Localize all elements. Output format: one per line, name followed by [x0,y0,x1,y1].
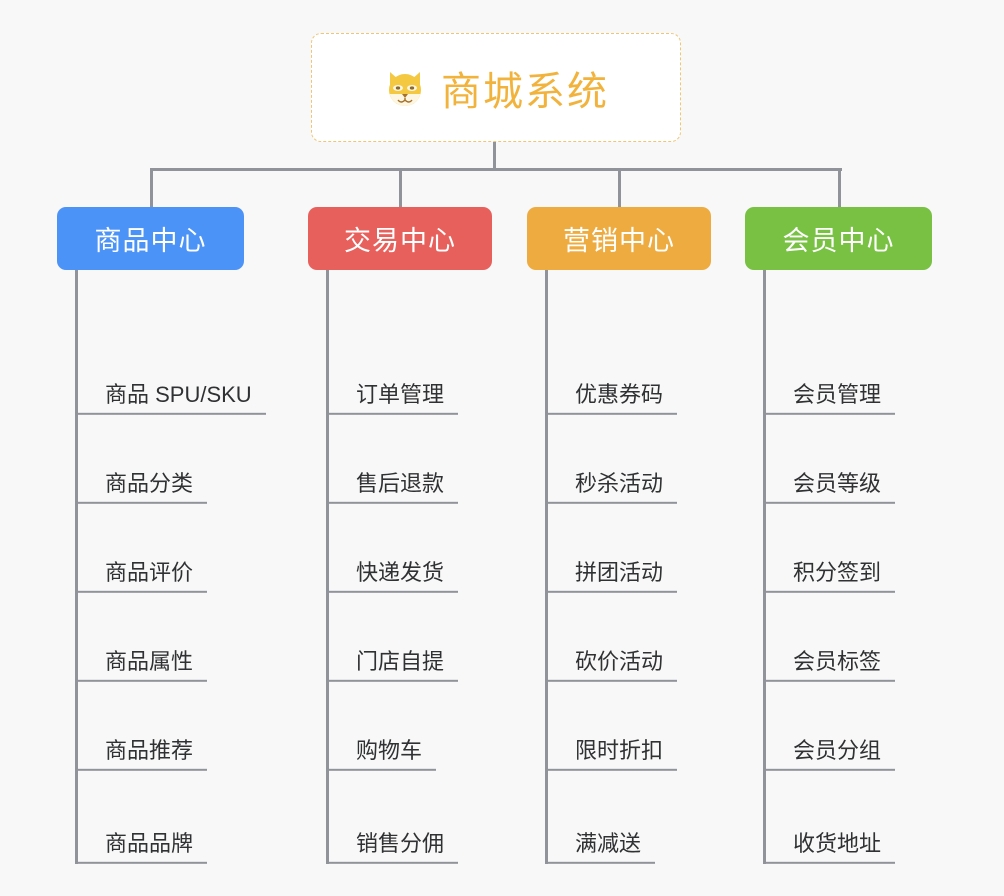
list-item-label: 订单管理 [326,382,459,415]
list-item-label: 会员标签 [763,649,896,682]
branch-header-product-center[interactable]: 商品中心 [57,207,244,270]
list-item-label: 优惠券码 [545,382,678,415]
list-item-label: 商品分类 [75,471,208,504]
connector-drop-trade-center [399,168,402,209]
list-item-label: 会员等级 [763,471,896,504]
branch-trunk-member-center [763,270,766,864]
list-item-label: 拼团活动 [545,560,678,593]
connector-drop-marketing-center [618,168,621,209]
list-item-label: 会员分组 [763,738,896,771]
list-item-label: 商品推荐 [75,738,208,771]
list-item-label: 购物车 [326,738,437,771]
list-item-label: 商品评价 [75,560,208,593]
list-item-label: 商品属性 [75,649,208,682]
list-item-label: 会员管理 [763,382,896,415]
connector-root-stem [493,142,496,170]
branch-marketing-center: 营销中心优惠券码秒杀活动拼团活动砍价活动限时折扣满减送 [527,207,711,864]
list-item-label: 售后退款 [326,471,459,504]
branch-trunk-marketing-center [545,270,548,864]
connector-drop-product-center [149,168,153,209]
list-item-label: 秒杀活动 [545,471,678,504]
branch-header-member-center[interactable]: 会员中心 [745,207,932,270]
branch-trunk-product-center [75,270,78,864]
branch-member-center: 会员中心会员管理会员等级积分签到会员标签会员分组收货地址 [745,207,932,864]
connector-drop-member-center [837,168,841,209]
branch-header-trade-center[interactable]: 交易中心 [308,207,492,270]
list-item-label: 满减送 [545,831,656,864]
list-item-label: 商品品牌 [75,831,208,864]
branch-header-marketing-center[interactable]: 营销中心 [527,207,711,270]
branch-trunk-trade-center [326,270,329,864]
list-item-label: 销售分佣 [326,831,459,864]
list-item-label: 砍价活动 [545,649,678,682]
list-item-label: 商品 SPU/SKU [75,382,266,415]
connector-horizontal-bus [150,168,842,171]
root-node[interactable]: 商城系统 [311,33,681,142]
list-item-label: 收货地址 [763,831,896,864]
root-title: 商城系统 [441,69,609,114]
list-item-label: 限时折扣 [545,738,678,771]
list-item-label: 门店自提 [326,649,459,682]
list-item-label: 快递发货 [326,560,459,593]
mindmap-canvas: 商城系统 商品中心商品 SPU/SKU 商品分类商品评价商品属性商品推荐商品品牌 交… [57,33,932,864]
shiba-inu-face-icon [383,66,427,110]
branch-product-center: 商品中心商品 SPU/SKU 商品分类商品评价商品属性商品推荐商品品牌 [57,207,266,864]
branch-trade-center: 交易中心订单管理售后退款快递发货门店自提购物车销售分佣 [308,207,492,864]
list-item-label: 积分签到 [763,560,896,593]
